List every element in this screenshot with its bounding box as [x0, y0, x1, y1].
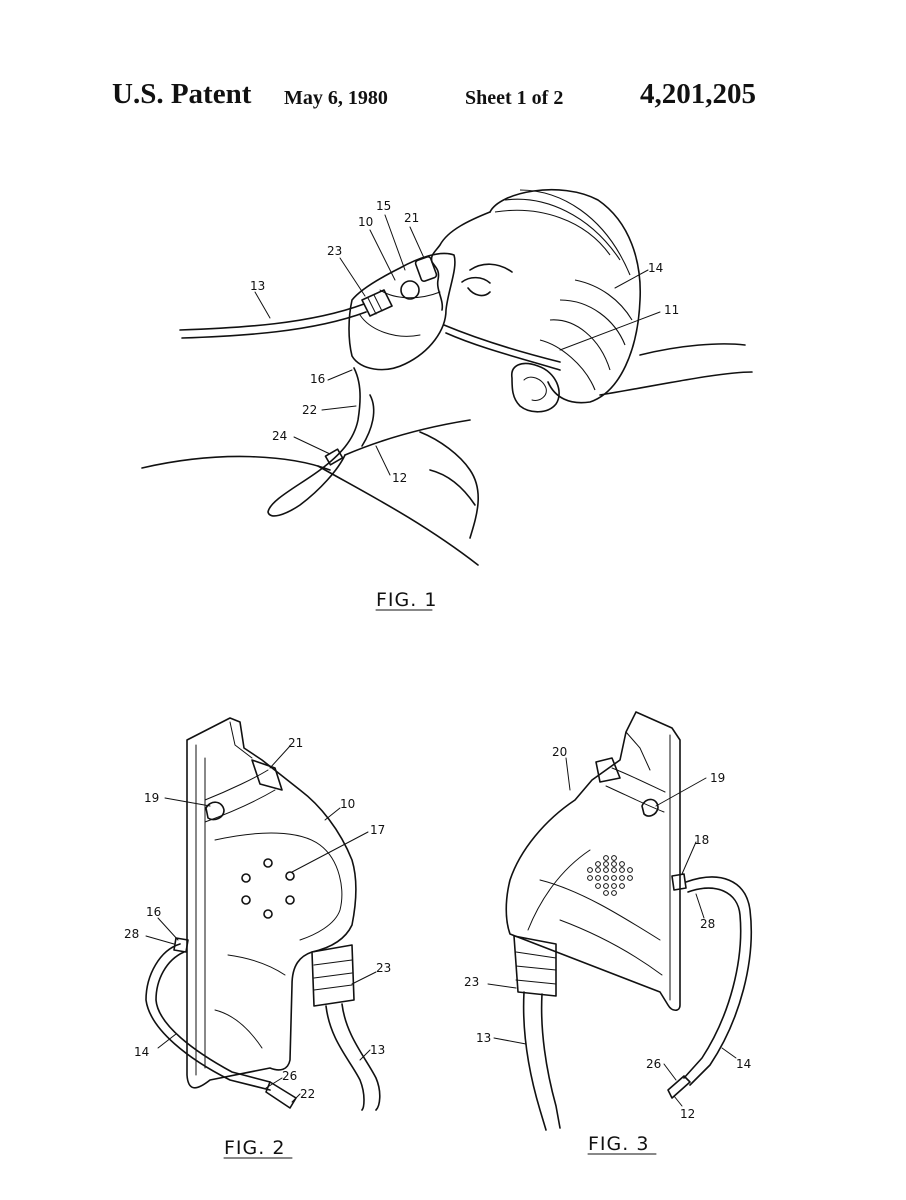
- fig2-caption: FIG. 2: [224, 1137, 285, 1159]
- fig2-ref-21: 21: [288, 736, 303, 750]
- fig1-ref-22: 22: [302, 403, 317, 417]
- fig2-ref-10: 10: [340, 797, 355, 811]
- fig1-ref-24: 24: [272, 429, 287, 443]
- fig3-ref-19: 19: [710, 771, 725, 785]
- patent-date: May 6, 1980: [284, 87, 388, 109]
- fig3-caption: FIG. 3: [588, 1133, 649, 1155]
- patent-number: 4,201,205: [640, 78, 756, 110]
- fig1-ref-10: 10: [358, 215, 373, 229]
- fig2-ref-28: 28: [124, 927, 139, 941]
- fig3-ref-23: 23: [464, 975, 479, 989]
- fig2-ref-17: 17: [370, 823, 385, 837]
- fig1-ref-13: 13: [250, 279, 265, 293]
- fig1-ref-11: 11: [664, 303, 679, 317]
- fig2-ref-14: 14: [134, 1045, 149, 1059]
- fig1-ref-21: 21: [404, 211, 419, 225]
- fig1-caption: FIG. 1: [376, 589, 437, 611]
- fig2-ref-13: 13: [370, 1043, 385, 1057]
- fig1-ref-14: 14: [648, 261, 663, 275]
- fig1-ref-16: 16: [310, 372, 325, 386]
- fig3-ref-13: 13: [476, 1031, 491, 1045]
- fig1-ref-23: 23: [327, 244, 342, 258]
- fig1-ref-15: 15: [376, 199, 391, 213]
- fig3-ref-18: 18: [694, 833, 709, 847]
- fig2-ref-16: 16: [146, 905, 161, 919]
- fig1-ref-12: 12: [392, 471, 407, 485]
- patent-header-title: U.S. Patent: [112, 78, 252, 110]
- fig3-ref-14: 14: [736, 1057, 751, 1071]
- fig3-ref-12: 12: [680, 1107, 695, 1121]
- fig2-ref-19: 19: [144, 791, 159, 805]
- fig3-ref-20: 20: [552, 745, 567, 759]
- perforation-pattern: [587, 855, 633, 896]
- fig3-ref-28: 28: [700, 917, 715, 931]
- fig2-ref-22: 22: [300, 1087, 315, 1101]
- sheet-number: Sheet 1 of 2: [465, 87, 564, 109]
- fig3-ref-26: 26: [646, 1057, 661, 1071]
- fig2-ref-23: 23: [376, 961, 391, 975]
- fig2-ref-26: 26: [282, 1069, 297, 1083]
